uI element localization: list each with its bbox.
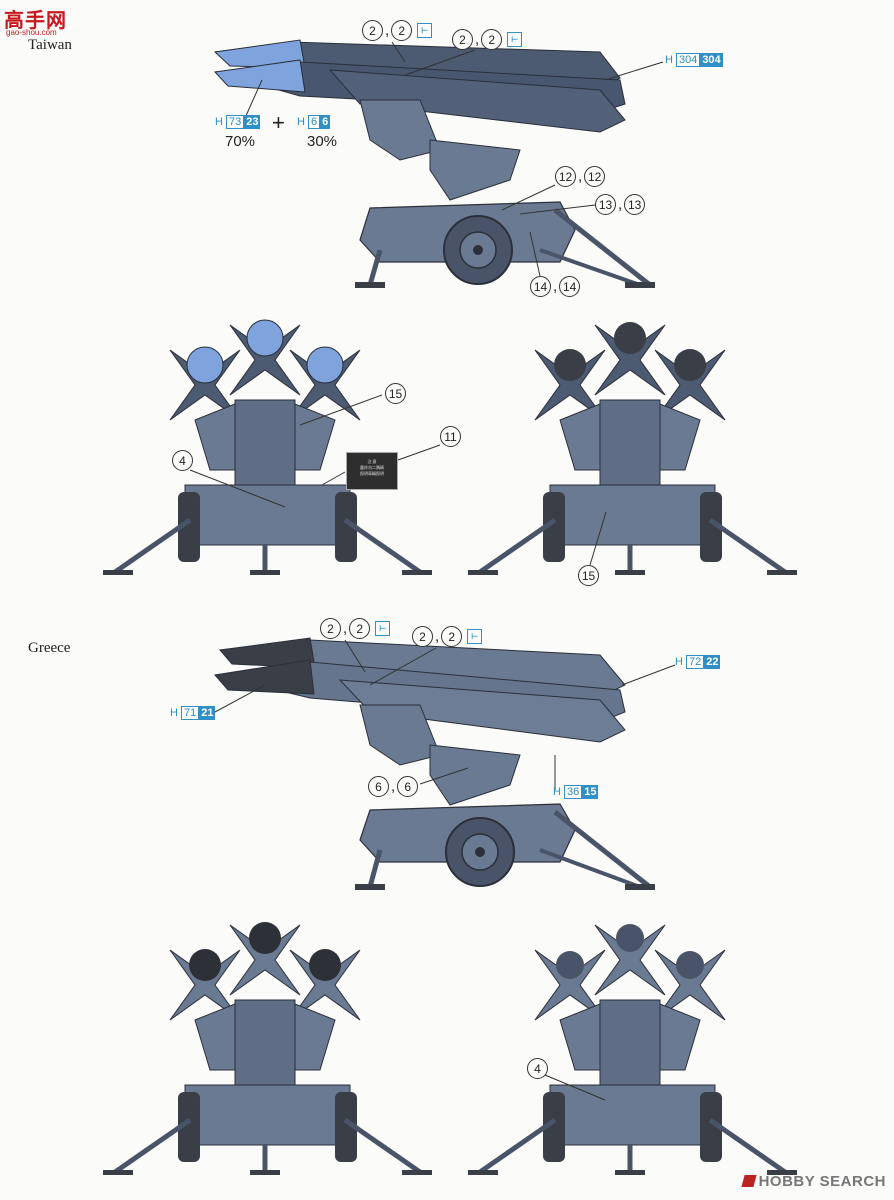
paint-h: H bbox=[170, 707, 178, 719]
decal-number: 6 bbox=[397, 776, 419, 797]
paint-c1: 71 bbox=[180, 706, 200, 720]
greece-rear-launcher bbox=[468, 924, 797, 1175]
decal-number: 2 bbox=[452, 29, 473, 50]
watermark-text: HOBBY SEARCH bbox=[758, 1173, 886, 1190]
paint-h: H bbox=[297, 116, 305, 128]
callout-decal-2-rear-greece: 2,2⊢ bbox=[412, 626, 483, 647]
callout-decal-15-rear: 15 bbox=[578, 565, 599, 586]
decal-sheet-icon: ⊢ bbox=[507, 32, 523, 47]
paint-c1: 72 bbox=[685, 655, 705, 669]
callout-decal-6: 6,6 bbox=[368, 776, 419, 797]
callout-decal-2-rear: 2,2⊢ bbox=[452, 29, 523, 50]
watermark-logo-icon bbox=[740, 1175, 757, 1187]
decal-number: 2 bbox=[320, 618, 341, 639]
paint-c1: 6 bbox=[307, 115, 321, 129]
callout-decal-14: 14,14 bbox=[530, 276, 581, 297]
paint-c2: 6 bbox=[320, 115, 331, 129]
greece-side-launcher bbox=[214, 637, 655, 890]
taiwan-rear-launcher bbox=[468, 322, 797, 575]
paint-c2: 304 bbox=[700, 53, 723, 67]
paint-h: H bbox=[665, 54, 673, 66]
decal-number: 2 bbox=[391, 20, 413, 41]
site-logo: 高手网 bbox=[4, 10, 67, 32]
paint-h: H bbox=[553, 786, 561, 798]
decal-number: 13 bbox=[624, 194, 646, 215]
paint-c2: 22 bbox=[704, 655, 721, 669]
leader-lines bbox=[189, 41, 676, 1101]
mix-ratio-b: 30% bbox=[307, 133, 338, 150]
section-label-greece: Greece bbox=[28, 640, 71, 656]
callout-decal-2-front-greece: 2,2⊢ bbox=[320, 618, 391, 639]
greece-front-launcher bbox=[103, 922, 432, 1175]
site-logo-sub: gao-shou.com bbox=[6, 28, 57, 37]
decal-sheet-icon: ⊢ bbox=[467, 629, 483, 644]
paint-c2: 23 bbox=[244, 115, 261, 129]
callout-decal-11: 11 bbox=[440, 426, 461, 447]
mix-ratio-a: 70% bbox=[225, 133, 256, 150]
paint-c2: 15 bbox=[582, 785, 599, 799]
decal-number: 2 bbox=[441, 626, 463, 647]
decal-number: 14 bbox=[530, 276, 551, 297]
paint-c1: 36 bbox=[563, 785, 583, 799]
plus-sign: + bbox=[272, 110, 285, 135]
callout-decal-13: 13,13 bbox=[595, 194, 646, 215]
decal-number: 4 bbox=[172, 450, 193, 471]
decal-number: 12 bbox=[584, 166, 606, 187]
decal-number: 2 bbox=[412, 626, 433, 647]
decal-number: 15 bbox=[578, 565, 599, 586]
callout-decal-12: 12,12 bbox=[555, 166, 606, 187]
decal-number: 11 bbox=[440, 426, 461, 447]
paint-h: H bbox=[215, 116, 223, 128]
decal-number: 15 bbox=[385, 383, 406, 404]
paint-c1: 304 bbox=[675, 53, 701, 67]
section-label-taiwan: Taiwan bbox=[28, 37, 72, 53]
placard-line: 注 意 bbox=[367, 459, 377, 464]
callout-decal-2-front: 2,2⊢ bbox=[362, 20, 433, 41]
decal-sheet-icon: ⊢ bbox=[417, 23, 433, 38]
decal-number: 2 bbox=[362, 20, 383, 41]
paint-h: H bbox=[675, 656, 683, 668]
watermark: HOBBY SEARCH bbox=[740, 1173, 886, 1190]
taiwan-side-launcher bbox=[213, 39, 655, 288]
callout-decal-4-taiwan: 4 bbox=[172, 450, 193, 471]
placard-line: 照明車輛照明 bbox=[360, 471, 384, 476]
callout-decal-15-front: 15 bbox=[385, 383, 406, 404]
placard-line: 轟炸勿二隅碼 bbox=[360, 465, 384, 470]
decal-sheet-icon: ⊢ bbox=[375, 621, 391, 636]
paint-c1: 73 bbox=[225, 115, 245, 129]
decal-number: 2 bbox=[349, 618, 371, 639]
decal-number: 13 bbox=[595, 194, 616, 215]
warning-placard-decal: 注 意 轟炸勿二隅碼 照明車輛照明 bbox=[346, 452, 398, 490]
decal-number: 14 bbox=[559, 276, 581, 297]
decal-number: 12 bbox=[555, 166, 576, 187]
callout-decal-4-greece: 4 bbox=[527, 1058, 548, 1079]
taiwan-front-launcher bbox=[103, 319, 432, 575]
decal-number: 4 bbox=[527, 1058, 548, 1079]
decal-number: 2 bbox=[481, 29, 503, 50]
paint-c2: 21 bbox=[199, 706, 216, 720]
decal-number: 6 bbox=[368, 776, 389, 797]
